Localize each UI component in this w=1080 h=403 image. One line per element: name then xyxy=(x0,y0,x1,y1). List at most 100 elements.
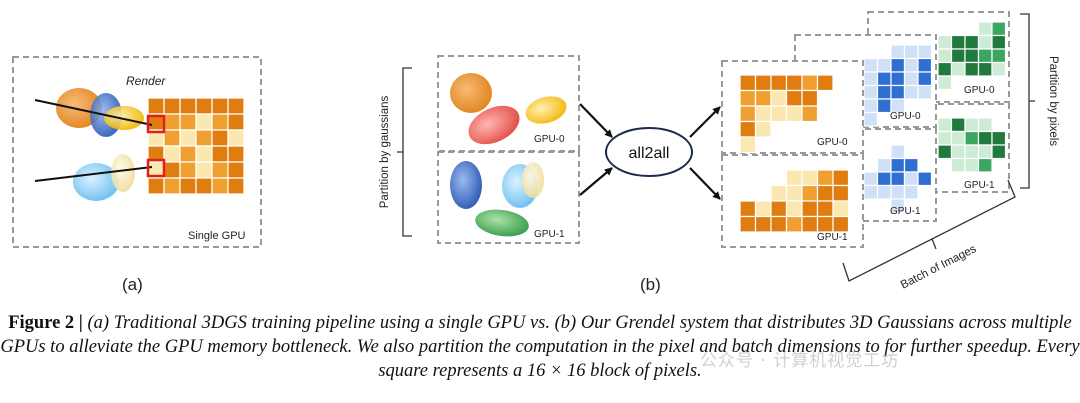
green-gpu1-grid-cell xyxy=(937,117,953,133)
green-gpu0-grid-cell xyxy=(991,21,1007,37)
pixel-grid-single-gpu-cell xyxy=(195,145,213,163)
panel-a-frame xyxy=(12,56,262,248)
blue-gpu1-grid-cell xyxy=(890,157,906,173)
green-gpu1-grid-cell xyxy=(964,130,980,146)
arrow-all2all-to-gpu0 xyxy=(689,106,721,138)
green-gpu0-grid-cell xyxy=(977,48,993,64)
green-gpu0-grid-cell xyxy=(977,61,993,77)
blue-gpu0-grid-cell xyxy=(890,84,906,100)
orange-gpu0-grid-cell xyxy=(801,105,819,123)
orange-gpu1-grid-cell xyxy=(785,184,803,202)
orange-gpu0-grid-cell xyxy=(754,120,772,138)
blue-gpu1-grid-cell xyxy=(890,198,906,214)
orange-gpu0-grid-cell xyxy=(770,74,788,92)
green-gpu1-grid-cell xyxy=(950,130,966,146)
pixel-partition-bracket xyxy=(1020,13,1035,189)
partition-pixels-label: Partition by pixels xyxy=(1047,56,1059,146)
pixel-grid-single-gpu-cell xyxy=(211,113,229,131)
green-gpu0-grid-cell xyxy=(950,48,966,64)
gpu0-label-left: GPU-0 xyxy=(534,134,565,145)
blue-gpu1-grid-cell xyxy=(903,157,919,173)
blue-gpu1-grid-cell xyxy=(917,171,933,187)
blue-gpu0-grid-cell xyxy=(863,98,879,114)
pixel-grid-single-gpu xyxy=(147,97,245,195)
green-gpu0-grid-cell xyxy=(977,34,993,50)
pixel-grid-single-gpu-cell xyxy=(179,177,197,195)
green-gpu1-grid-cell xyxy=(950,117,966,133)
green-gpu0-grid-cell xyxy=(950,61,966,77)
cream-gaussian-b xyxy=(522,162,544,198)
orange-gpu1-grid-cell xyxy=(785,200,803,218)
orange-gpu0-grid-cell xyxy=(739,89,757,107)
orange-gpu0-grid-cell xyxy=(754,74,772,92)
orange-gpu1-grid-cell xyxy=(785,215,803,233)
orange-gpu1-grid-cell xyxy=(816,169,834,187)
orange-gpu1-grid-cell xyxy=(816,200,834,218)
orange-gpu0-label: GPU-0 xyxy=(817,137,848,148)
green-gpu1-grid-cell xyxy=(977,130,993,146)
orange-gpu0-grid-cell xyxy=(770,89,788,107)
pixel-grid-single-gpu-cell xyxy=(147,177,165,195)
single-gpu-label: Single GPU xyxy=(188,230,246,242)
blue-gpu0-grid-cell xyxy=(917,44,933,60)
pixel-grid-single-gpu-cell xyxy=(195,129,213,147)
blue-gpu0-grid-cell xyxy=(876,84,892,100)
green-gpu0-grid-cell xyxy=(991,61,1007,77)
orange-gpu1-grid-cell xyxy=(832,200,850,218)
orange-gpu1-grid-cell xyxy=(801,200,819,218)
pixel-grid-single-gpu-cell xyxy=(163,97,181,115)
pixel-grid-single-gpu-cell xyxy=(179,97,197,115)
render-label: Render xyxy=(126,74,166,88)
orange-gpu0-grid-cell xyxy=(770,105,788,123)
blue-gpu1-grid-cell xyxy=(876,171,892,187)
arrow-gpu1-to-all2all xyxy=(579,167,613,196)
cream-gaussian xyxy=(111,154,135,192)
blue-gpu0-grid-cell xyxy=(903,57,919,73)
orange-gpu0-grid-cell xyxy=(801,74,819,92)
panel-b: Partition by gaussians GPU-0 GPU-1 all2a… xyxy=(379,11,1059,294)
pixel-grid-single-gpu-cell xyxy=(147,97,165,115)
orange-gpu1-label: GPU-1 xyxy=(817,232,848,243)
ray-1 xyxy=(34,99,153,126)
blue-gpu1-grid-cell xyxy=(890,144,906,160)
pixel-grid-single-gpu-cell xyxy=(227,177,245,195)
caption-head: Figure 2 | xyxy=(8,313,83,333)
orange-gaussian-b xyxy=(450,73,492,113)
green-gpu0-grid-cell xyxy=(977,21,993,37)
orange-gpu0-grid-cell xyxy=(754,105,772,123)
gaussian-partition-bracket xyxy=(397,67,412,237)
batch-bracket xyxy=(842,179,1016,282)
blue-gpu0-grid-cell xyxy=(890,44,906,60)
watermark: 公众号 · 计算机视觉工坊 xyxy=(700,351,900,371)
orange-gpu1-grid-cell xyxy=(754,200,772,218)
green-gpu0-grid-cell xyxy=(964,34,980,50)
green-gpu0-grid-cell xyxy=(937,34,953,50)
orange-gpu0-grid xyxy=(739,74,834,154)
blue-gpu0-grid-cell xyxy=(863,71,879,87)
all2all-node xyxy=(605,127,693,177)
caption-body: (a) Traditional 3DGS training pipeline u… xyxy=(0,313,1080,381)
green-gpu0-label: GPU-0 xyxy=(964,85,995,96)
green-gpu1-grid-cell xyxy=(937,144,953,160)
orange-gpu0-grid-cell xyxy=(739,105,757,123)
orange-gpu1-grid-cell xyxy=(801,169,819,187)
blue-gpu0-grid-cell xyxy=(863,57,879,73)
blue-gpu1-grid-cell xyxy=(903,171,919,187)
orange-gpu0-grid-cell xyxy=(739,74,757,92)
ray-2 xyxy=(34,166,153,182)
blue-gpu0-grid-cell xyxy=(917,57,933,73)
image-card-orange: GPU-0 GPU-1 xyxy=(721,60,864,248)
green-gpu0-grid-cell xyxy=(991,34,1007,50)
green-gpu0-grid-cell xyxy=(991,48,1007,64)
green-gpu1-grid-cell xyxy=(991,144,1007,160)
orange-gpu1-grid-cell xyxy=(816,184,834,202)
pixel-grid-single-gpu-cell xyxy=(211,129,229,147)
blue-gpu0-grid-cell xyxy=(890,98,906,114)
blue-gpu0-grid-cell xyxy=(876,57,892,73)
green-gpu1-grid-cell xyxy=(977,117,993,133)
orange-gpu1-grid-cell xyxy=(770,200,788,218)
blue-gpu0-grid-cell xyxy=(863,111,879,127)
pixel-grid-single-gpu-cell xyxy=(179,161,197,179)
orange-gpu0-grid-cell xyxy=(816,74,834,92)
panel-a-tag: (a) xyxy=(122,275,143,294)
